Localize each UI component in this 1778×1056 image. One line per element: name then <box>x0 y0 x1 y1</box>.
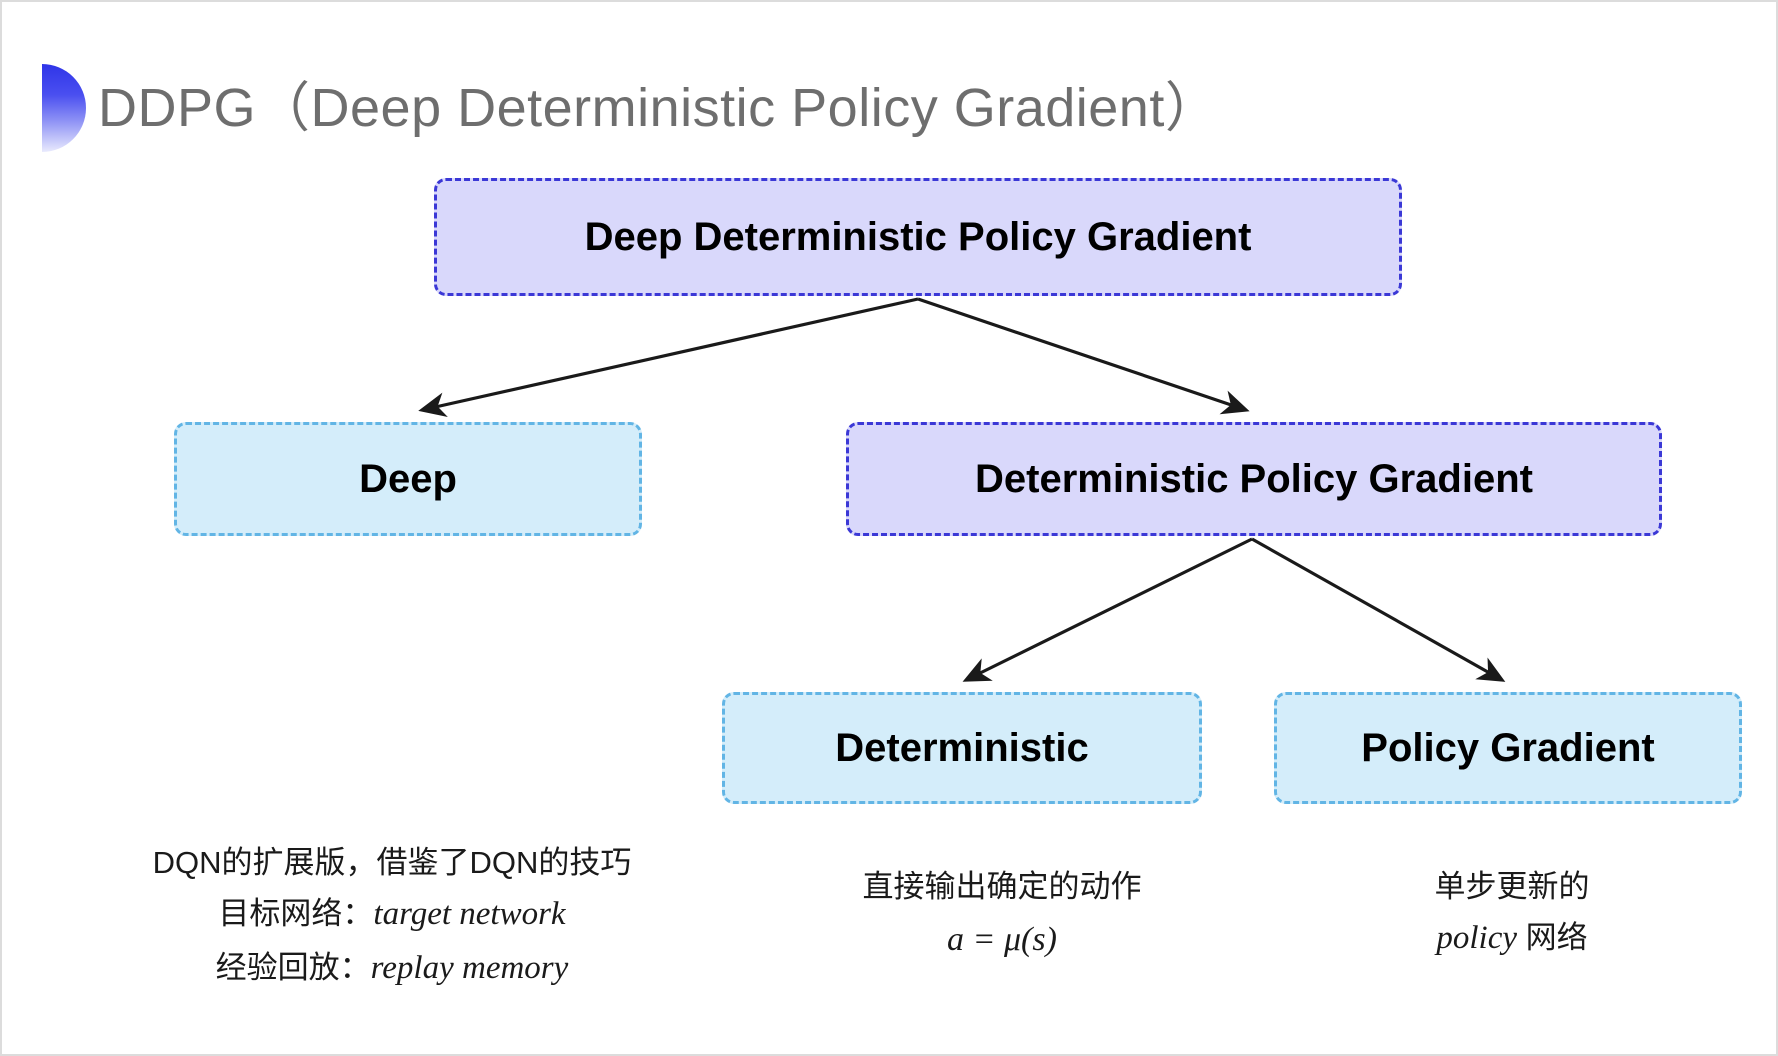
node-label: Deep Deterministic Policy Gradient <box>584 215 1252 259</box>
node-deterministic[interactable]: Deterministic <box>722 692 1202 804</box>
node-policy-gradient[interactable]: Policy Gradient <box>1274 692 1742 804</box>
caption-policy-gradient: 单步更新的 policy 网络 <box>1347 862 1677 966</box>
caption-deterministic-formula: a = μ(s) <box>947 921 1057 959</box>
node-deep-deterministic-policy-gradient[interactable]: Deep Deterministic Policy Gradient <box>434 178 1402 296</box>
node-label: Policy Gradient <box>1361 726 1655 770</box>
node-label: Deterministic <box>835 726 1089 770</box>
caption-deep-line-2-label: 目标网络： <box>218 896 374 932</box>
node-deterministic-policy-gradient[interactable]: Deterministic Policy Gradient <box>846 422 1662 536</box>
edge-dpg-to-deterministic <box>962 537 1253 682</box>
caption-deep-line-3: 经验回放：replay memory <box>112 942 672 995</box>
edge-root-to-deep <box>418 297 919 418</box>
caption-deep: DQN的扩展版，借鉴了DQN的技巧 目标网络：target network 经验… <box>112 838 672 995</box>
edge-root-to-dpg <box>917 297 1250 415</box>
caption-deep-line-2: 目标网络：target network <box>112 888 672 941</box>
caption-deep-line-3-label: 经验回放： <box>215 949 371 985</box>
caption-policy-gradient-term: policy <box>1436 920 1517 957</box>
caption-policy-gradient-line-2: policy 网络 <box>1347 912 1677 965</box>
caption-policy-gradient-line-1: 单步更新的 <box>1434 869 1590 904</box>
node-deep[interactable]: Deep <box>174 422 642 536</box>
caption-deep-line-2-term: target network <box>373 896 566 933</box>
edge-dpg-to-policy-gradient <box>1251 537 1506 682</box>
node-label: Deep <box>359 457 457 501</box>
caption-deterministic-line-1: 直接输出确定的动作 <box>862 869 1142 904</box>
caption-deep-line-1: DQN的扩展版，借鉴了DQN的技巧 <box>152 845 632 880</box>
blue-gradient-blob-icon <box>42 64 86 152</box>
caption-deterministic: 直接输出确定的动作 a = μ(s) <box>802 862 1202 967</box>
page-title: DDPG（Deep Deterministic Policy Gradient） <box>98 78 1220 138</box>
caption-deep-line-3-term: replay memory <box>370 949 569 986</box>
node-label: Deterministic Policy Gradient <box>975 457 1533 501</box>
caption-policy-gradient-suffix: 网络 <box>1517 920 1588 956</box>
